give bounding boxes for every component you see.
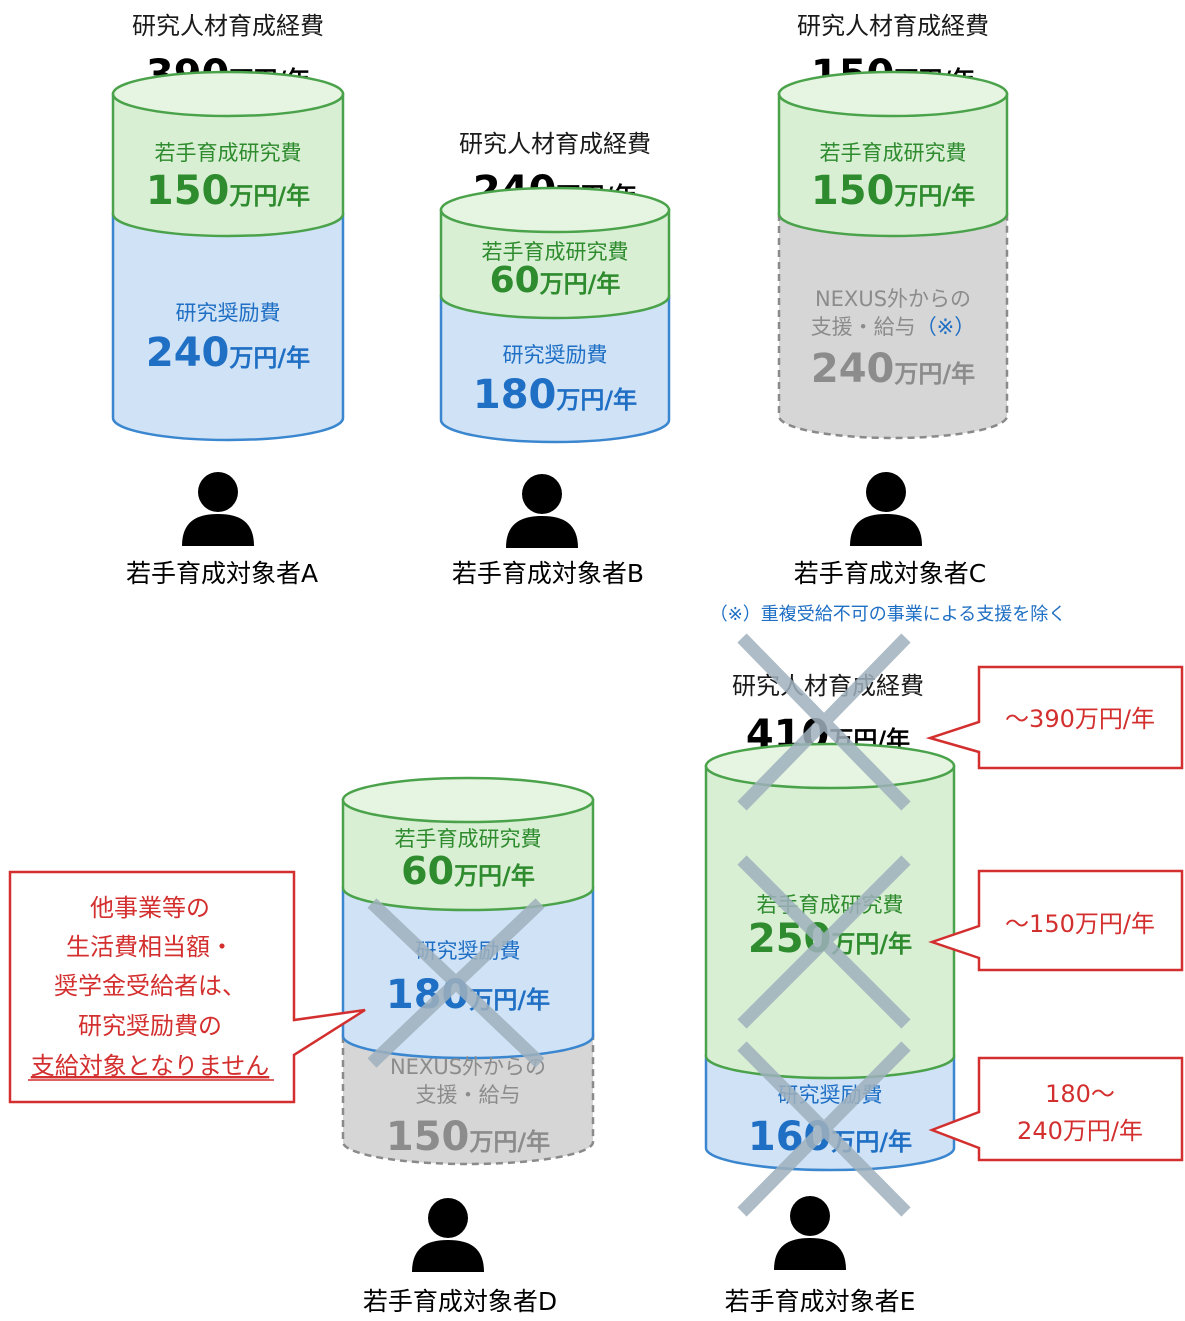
callout-e2-text: 〜150万円/年 — [1005, 910, 1155, 938]
person-icon — [850, 472, 922, 546]
top-ellipse-c — [777, 70, 1009, 118]
cylinder-a: 研究人材育成経費 390万円/年 若手育成研究費 150万円/年 研究奨励費 2… — [111, 12, 345, 442]
callout-e1: 〜390万円/年 — [925, 665, 1184, 770]
cylinder-e: 研究人材育成経費 410万円/年 若手育成研究費 250万円/年 研究奨励費 1… — [704, 633, 956, 1217]
green-label-b: 若手育成研究費 — [482, 240, 629, 264]
person-icon — [774, 1196, 846, 1270]
gray-segment-c — [777, 212, 1009, 440]
gray-label1-d: NEXUS外からの — [390, 1055, 546, 1079]
person-name-d: 若手育成対象者D — [363, 1287, 557, 1316]
green-label-c: 若手育成研究費 — [820, 141, 967, 165]
total-header-e: 研究人材育成経費 — [732, 672, 924, 700]
gray-value-d: 150万円/年 — [386, 1114, 550, 1160]
callout-d: 他事業等の 生活費相当額・ 奨学金受給者は、 研究奨励費の 支給対象となりません — [8, 870, 366, 1104]
callout-e3-line1: 180〜 — [1045, 1080, 1115, 1108]
green-value-d: 60万円/年 — [401, 849, 535, 893]
person-name-b: 若手育成対象者B — [452, 559, 644, 588]
cylinder-d: 若手育成研究費 60万円/年 研究奨励費 180万円/年 NEXUS外からの 支… — [341, 776, 595, 1166]
callout-d-line4: 研究奨励費の — [78, 1012, 222, 1040]
cross-mark-e-blue — [737, 1041, 911, 1217]
total-header-c: 研究人材育成経費 — [797, 12, 989, 40]
person-name-a: 若手育成対象者A — [126, 559, 318, 588]
callout-e3-line2: 240万円/年 — [1017, 1117, 1143, 1145]
cross-mark-d — [367, 898, 545, 1068]
cylinder-c: 研究人材育成経費 150万円/年 若手育成研究費 150万円/年 NEXUS外か… — [777, 12, 1009, 440]
gray-label2-c: 支援・給与（※） — [811, 315, 976, 339]
gray-label2-d: 支援・給与 — [416, 1083, 521, 1107]
blue-segment-e — [704, 1054, 956, 1172]
person-name-e: 若手育成対象者E — [725, 1287, 916, 1316]
callout-d-line3: 奨学金受給者は、 — [54, 972, 246, 1000]
green-segment-a — [111, 92, 345, 238]
callout-d-line1: 他事業等の — [90, 894, 210, 922]
green-label-d: 若手育成研究費 — [395, 827, 542, 851]
cylinder-b: 研究人材育成経費 240万円/年 若手育成研究費 60万円/年 研究奨励費 18… — [439, 130, 671, 444]
person-icon — [412, 1198, 484, 1272]
blue-value-a: 240万円/年 — [146, 330, 310, 376]
callout-e2: 〜150万円/年 — [928, 869, 1184, 972]
blue-segment-a — [111, 212, 345, 442]
blue-label-b: 研究奨励費 — [503, 343, 608, 367]
green-value-c: 150万円/年 — [811, 168, 975, 214]
green-segment-d — [341, 798, 595, 912]
blue-value-b: 180万円/年 — [473, 372, 637, 418]
green-label-a: 若手育成研究費 — [155, 141, 302, 165]
top-ellipse-a — [111, 70, 345, 118]
note-c: （※）重複受給不可の事業による支援を除く — [710, 604, 1067, 625]
green-value-b: 60万円/年 — [490, 260, 621, 301]
top-ellipse-e — [704, 742, 956, 790]
callout-d-line5: 支給対象となりません — [31, 1052, 270, 1080]
callout-d-line2: 生活費相当額・ — [66, 933, 234, 961]
green-segment-b — [439, 208, 671, 320]
green-segment-c — [777, 92, 1009, 238]
top-ellipse-d — [341, 776, 595, 824]
cross-mark-e-total — [737, 633, 911, 811]
total-header-a: 研究人材育成経費 — [132, 12, 324, 40]
cross-mark-e-green — [737, 855, 911, 1029]
gray-segment-d — [341, 1034, 595, 1166]
callout-e1-text: 〜390万円/年 — [1005, 705, 1155, 733]
blue-segment-b — [439, 294, 671, 444]
person-icon — [506, 474, 578, 548]
green-value-a: 150万円/年 — [146, 168, 310, 214]
blue-label-a: 研究奨励費 — [176, 301, 281, 325]
person-name-c: 若手育成対象者C — [794, 559, 986, 588]
gray-label1-c: NEXUS外からの — [815, 287, 971, 311]
total-header-b: 研究人材育成経費 — [459, 130, 651, 158]
gray-value-c: 240万円/年 — [811, 346, 975, 392]
person-icon — [182, 472, 254, 546]
callout-e3: 180〜 240万円/年 — [928, 1056, 1184, 1162]
top-ellipse-b — [439, 186, 671, 234]
